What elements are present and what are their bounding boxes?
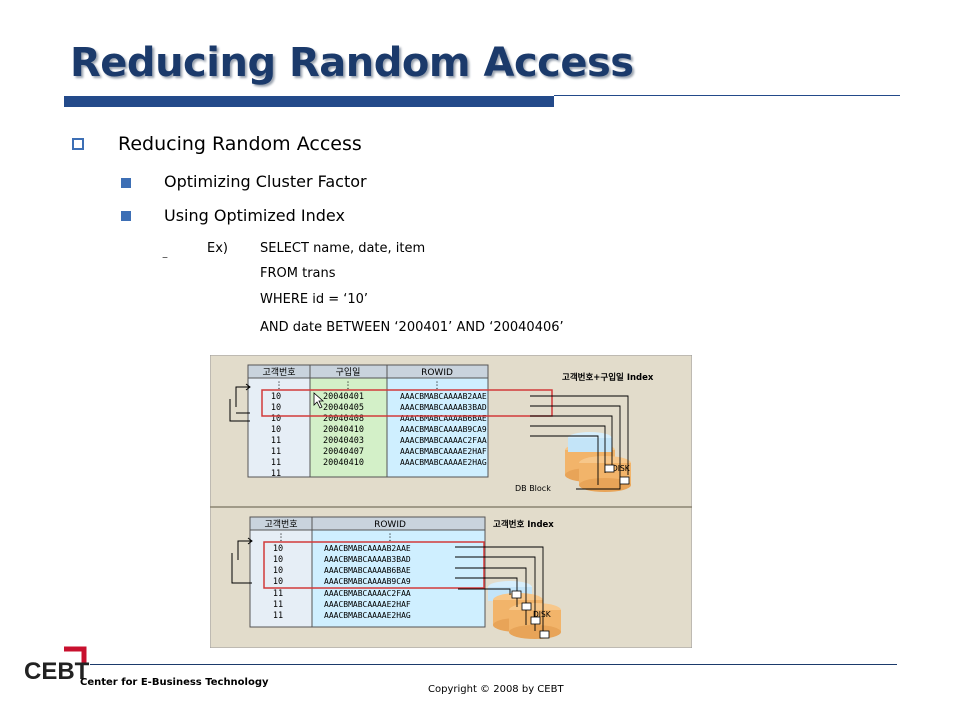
top-date-cell: 20040405	[323, 403, 364, 413]
top-rowid-cell: AAACBMABCAAAAB9CA9	[400, 425, 487, 434]
bottom-index-title: 고객번호 Index	[493, 519, 554, 530]
top-date-cell: 20040410	[323, 458, 364, 468]
footer-organization: Center for E-Business Technology	[80, 677, 269, 688]
bottom-rowid-cell: AAACBMABCAAAAC2FAA	[324, 589, 411, 598]
bottom-customer-cell: 11	[273, 600, 283, 610]
top-customer-cell: 11	[271, 447, 281, 457]
top-date-cell: 20040401	[323, 392, 364, 402]
top-rowid-cell: AAACBMABCAAAAC2FAA	[400, 436, 487, 445]
logo-text: CEBT	[24, 658, 90, 685]
bottom-customer-cell: 10	[273, 544, 283, 554]
top-rowid-cell: AAACBMABCAAAAB6BAE	[400, 414, 487, 423]
bottom-rowid-cell: AAACBMABCAAAAB2AAE	[324, 544, 411, 553]
top-customer-cell: 10	[271, 414, 281, 424]
ellipsis-mark: ⋮	[386, 533, 395, 543]
bottom-customer-cell: 11	[273, 611, 283, 621]
ellipsis-mark: ⋮	[344, 381, 353, 391]
top-customer-cell: 10	[271, 425, 281, 435]
sql-line: SELECT name, date, item	[260, 241, 426, 256]
slide-title: Reducing Random Access	[70, 40, 634, 86]
top-date-cell: 20040407	[323, 447, 364, 457]
bottom-rowid-cell: AAACBMABCAAAAB3BAD	[324, 555, 411, 564]
top-index-table: 고객번호 구입일 ROWID ⋮ ⋮ ⋮ 10 10 10 10 11 11 1…	[229, 364, 654, 493]
top-col-customer: 고객번호	[262, 367, 295, 378]
footer-copyright: Copyright © 2008 by CEBT	[428, 684, 564, 695]
bottom-rowid-cell: AAACBMABCAAAAB6BAE	[324, 566, 411, 575]
top-customer-cell: 10	[271, 392, 281, 402]
bottom-index-table: 고객번호 ROWID ⋮ ⋮ 10 10 10 10 11 11 11 AAAC…	[231, 516, 561, 639]
sql-line: WHERE id = ‘10’	[260, 292, 369, 307]
bottom-rowid-cell: AAACBMABCAAAAE2HAG	[324, 611, 411, 620]
disk-label: DISK	[533, 610, 552, 619]
top-date-cell: 20040408	[323, 414, 364, 424]
bullet-optimizing-cluster-factor: Optimizing Cluster Factor	[164, 172, 367, 191]
ellipsis-mark: ⋮	[277, 533, 286, 543]
bottom-customer-cell: 10	[273, 566, 283, 576]
top-rowid-cell: AAACBMABCAAAAB3BAD	[400, 403, 487, 412]
top-customer-cell: 11	[271, 469, 281, 479]
bottom-col-customer: 고객번호	[264, 519, 297, 530]
dash-bullet-icon: –	[162, 250, 168, 264]
top-customer-cell: 11	[271, 458, 281, 468]
title-underline-bar	[64, 96, 554, 107]
cursor-icon	[313, 392, 325, 409]
top-rowid-cell: AAACBMABCAAAAB2AAE	[400, 392, 487, 401]
top-col-date: 구입일	[336, 366, 361, 378]
disk-label: DISK	[612, 464, 631, 473]
square-bullet-icon	[121, 178, 131, 188]
cebt-logo: CEBT	[24, 646, 90, 685]
sql-line: FROM trans	[260, 266, 336, 281]
bottom-rowid-cell: AAACBMABCAAAAE2HAF	[324, 600, 411, 609]
sql-line: AND date BETWEEN ‘200401’ AND ‘20040406’	[260, 320, 564, 335]
bottom-customer-cell: 10	[273, 555, 283, 565]
top-date-cell: 20040410	[323, 425, 364, 435]
top-date-cell: 20040403	[323, 436, 364, 446]
title-underline-rule	[554, 95, 900, 96]
ellipsis-mark: ⋮	[433, 381, 442, 391]
bottom-customer-cell: 11	[273, 589, 283, 599]
bottom-col-rowid: ROWID	[374, 520, 406, 530]
db-block-label: DB Block	[515, 484, 551, 493]
bullet-using-optimized-index: Using Optimized Index	[164, 206, 345, 225]
square-bullet-icon	[121, 211, 131, 221]
index-access-diagram: 고객번호 구입일 ROWID ⋮ ⋮ ⋮ 10 10 10 10 11 11 1…	[210, 355, 692, 648]
top-customer-cell: 10	[271, 403, 281, 413]
top-rowid-cell: AAACBMABCAAAAE2HAF	[400, 447, 487, 456]
top-col-rowid: ROWID	[421, 368, 453, 378]
bullet-reducing-random-access: Reducing Random Access	[118, 133, 362, 155]
hollow-square-bullet-icon	[72, 138, 84, 150]
top-rowid-cell: AAACBMABCAAAAE2HAG	[400, 458, 487, 467]
top-customer-cell: 11	[271, 436, 281, 446]
top-index-title: 고객번호+구입일 Index	[562, 372, 654, 383]
ellipsis-mark: ⋮	[275, 381, 284, 391]
bottom-customer-cell: 10	[273, 577, 283, 587]
highlight-box	[263, 541, 485, 589]
footer-rule	[90, 664, 897, 665]
example-label: Ex)	[207, 241, 228, 256]
highlight-box	[261, 389, 553, 417]
bottom-rowid-cell: AAACBMABCAAAAB9CA9	[324, 577, 411, 586]
